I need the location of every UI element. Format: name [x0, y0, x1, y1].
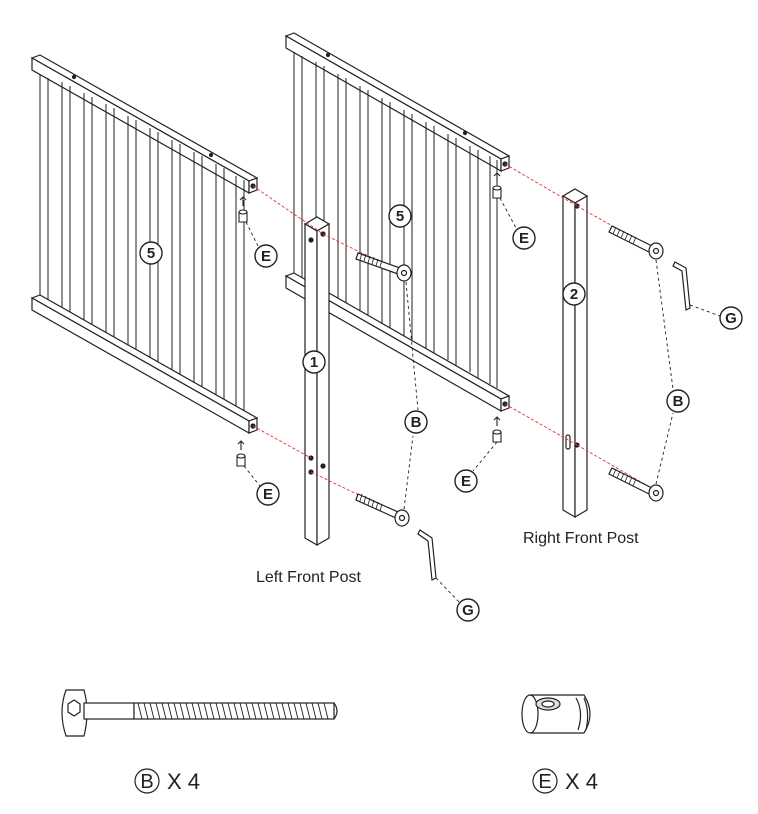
left-side-panel — [30, 54, 259, 435]
barrel-nut-upper-right — [492, 172, 502, 199]
barrel-nut-upper-left — [238, 196, 248, 223]
svg-text:5: 5 — [147, 245, 155, 262]
leader-lines — [243, 197, 721, 604]
bolt-b-quantity: X 4 — [167, 769, 201, 794]
svg-text:B: B — [140, 771, 153, 793]
callout-part-2: 2 — [562, 282, 586, 306]
right-side-panel — [284, 32, 511, 413]
callout-e-lower-right: E — [454, 469, 478, 493]
bolt-b-detail-illustration — [61, 689, 338, 737]
callout-part-5-right: 5 — [388, 204, 412, 228]
left-front-post-label: Left Front Post — [256, 569, 361, 586]
callout-e-upper-left: E — [254, 244, 278, 268]
svg-text:E: E — [261, 248, 271, 265]
bolt-upper-left — [355, 252, 412, 282]
callout-b-right: B — [666, 389, 690, 413]
right-front-post — [561, 188, 589, 519]
bolt-b-count-marker: B — [134, 768, 160, 794]
callout-e-upper-right: E — [512, 226, 536, 250]
svg-text:G: G — [725, 310, 737, 327]
right-front-post-label: Right Front Post — [523, 530, 639, 547]
barrel-nut-e-quantity: X 4 — [565, 769, 599, 794]
svg-text:5: 5 — [396, 208, 404, 225]
bolt-upper-right — [608, 225, 664, 260]
svg-text:B: B — [411, 414, 422, 431]
svg-text:E: E — [461, 473, 471, 490]
callout-part-5-left: 5 — [139, 241, 163, 265]
left-front-post — [303, 216, 331, 547]
svg-text:B: B — [673, 393, 684, 410]
hex-key-upper — [672, 261, 691, 311]
svg-text:E: E — [519, 230, 529, 247]
svg-text:2: 2 — [570, 286, 578, 303]
barrel-nut-e-count-marker: E — [532, 768, 558, 794]
svg-text:G: G — [462, 602, 474, 619]
callout-g-lower: G — [456, 598, 480, 622]
hex-key-lower — [417, 529, 437, 581]
callout-b-left: B — [404, 410, 428, 434]
barrel-nut-lower-right — [492, 416, 502, 443]
callout-g-upper: G — [719, 306, 743, 330]
bolt-lower-left — [355, 493, 410, 527]
barrel-nut-lower-left — [236, 440, 246, 467]
svg-text:E: E — [538, 771, 551, 793]
callout-e-lower-left: E — [256, 482, 280, 506]
barrel-nut-e-detail-illustration — [521, 694, 591, 734]
svg-text:1: 1 — [310, 354, 318, 371]
svg-text:E: E — [263, 486, 273, 503]
bolt-lower-right — [608, 467, 664, 502]
callout-part-1: 1 — [302, 350, 326, 374]
